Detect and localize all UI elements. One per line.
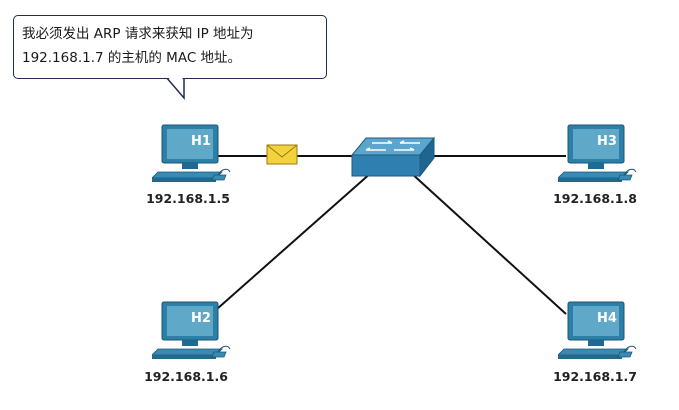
desktop-computer-icon [558,124,637,182]
link-switch-h2 [216,171,373,310]
host-name-label: H3 [597,134,617,149]
desktop-computer-icon [152,301,231,359]
host-ip-label: 192.168.1.6 [144,369,228,384]
link-switch-h4 [409,171,567,315]
network-switch-icon [350,136,436,178]
callout-text-line-1: 我必须发出 ARP 请求来获知 IP 地址为 [22,26,254,42]
speech-callout: 我必须发出 ARP 请求来获知 IP 地址为 192.168.1.7 的主机的 … [13,15,327,79]
envelope-icon [266,144,298,165]
desktop-computer-icon [558,301,637,359]
host-name-label: H4 [597,311,617,326]
host-name-label: H2 [191,311,211,326]
host-h4[interactable]: H4 [558,301,648,381]
host-ip-label: 192.168.1.8 [553,191,637,206]
host-ip-label: 192.168.1.5 [146,191,230,206]
host-h1[interactable]: H1 [152,124,242,204]
host-h3[interactable]: H3 [558,124,648,204]
desktop-computer-icon [152,124,231,182]
callout-text-line-2: 192.168.1.7 的主机的 MAC 地址。 [22,50,242,66]
host-ip-label: 192.168.1.7 [553,369,637,384]
host-name-label: H1 [191,134,211,149]
host-h2[interactable]: H2 [152,301,242,381]
